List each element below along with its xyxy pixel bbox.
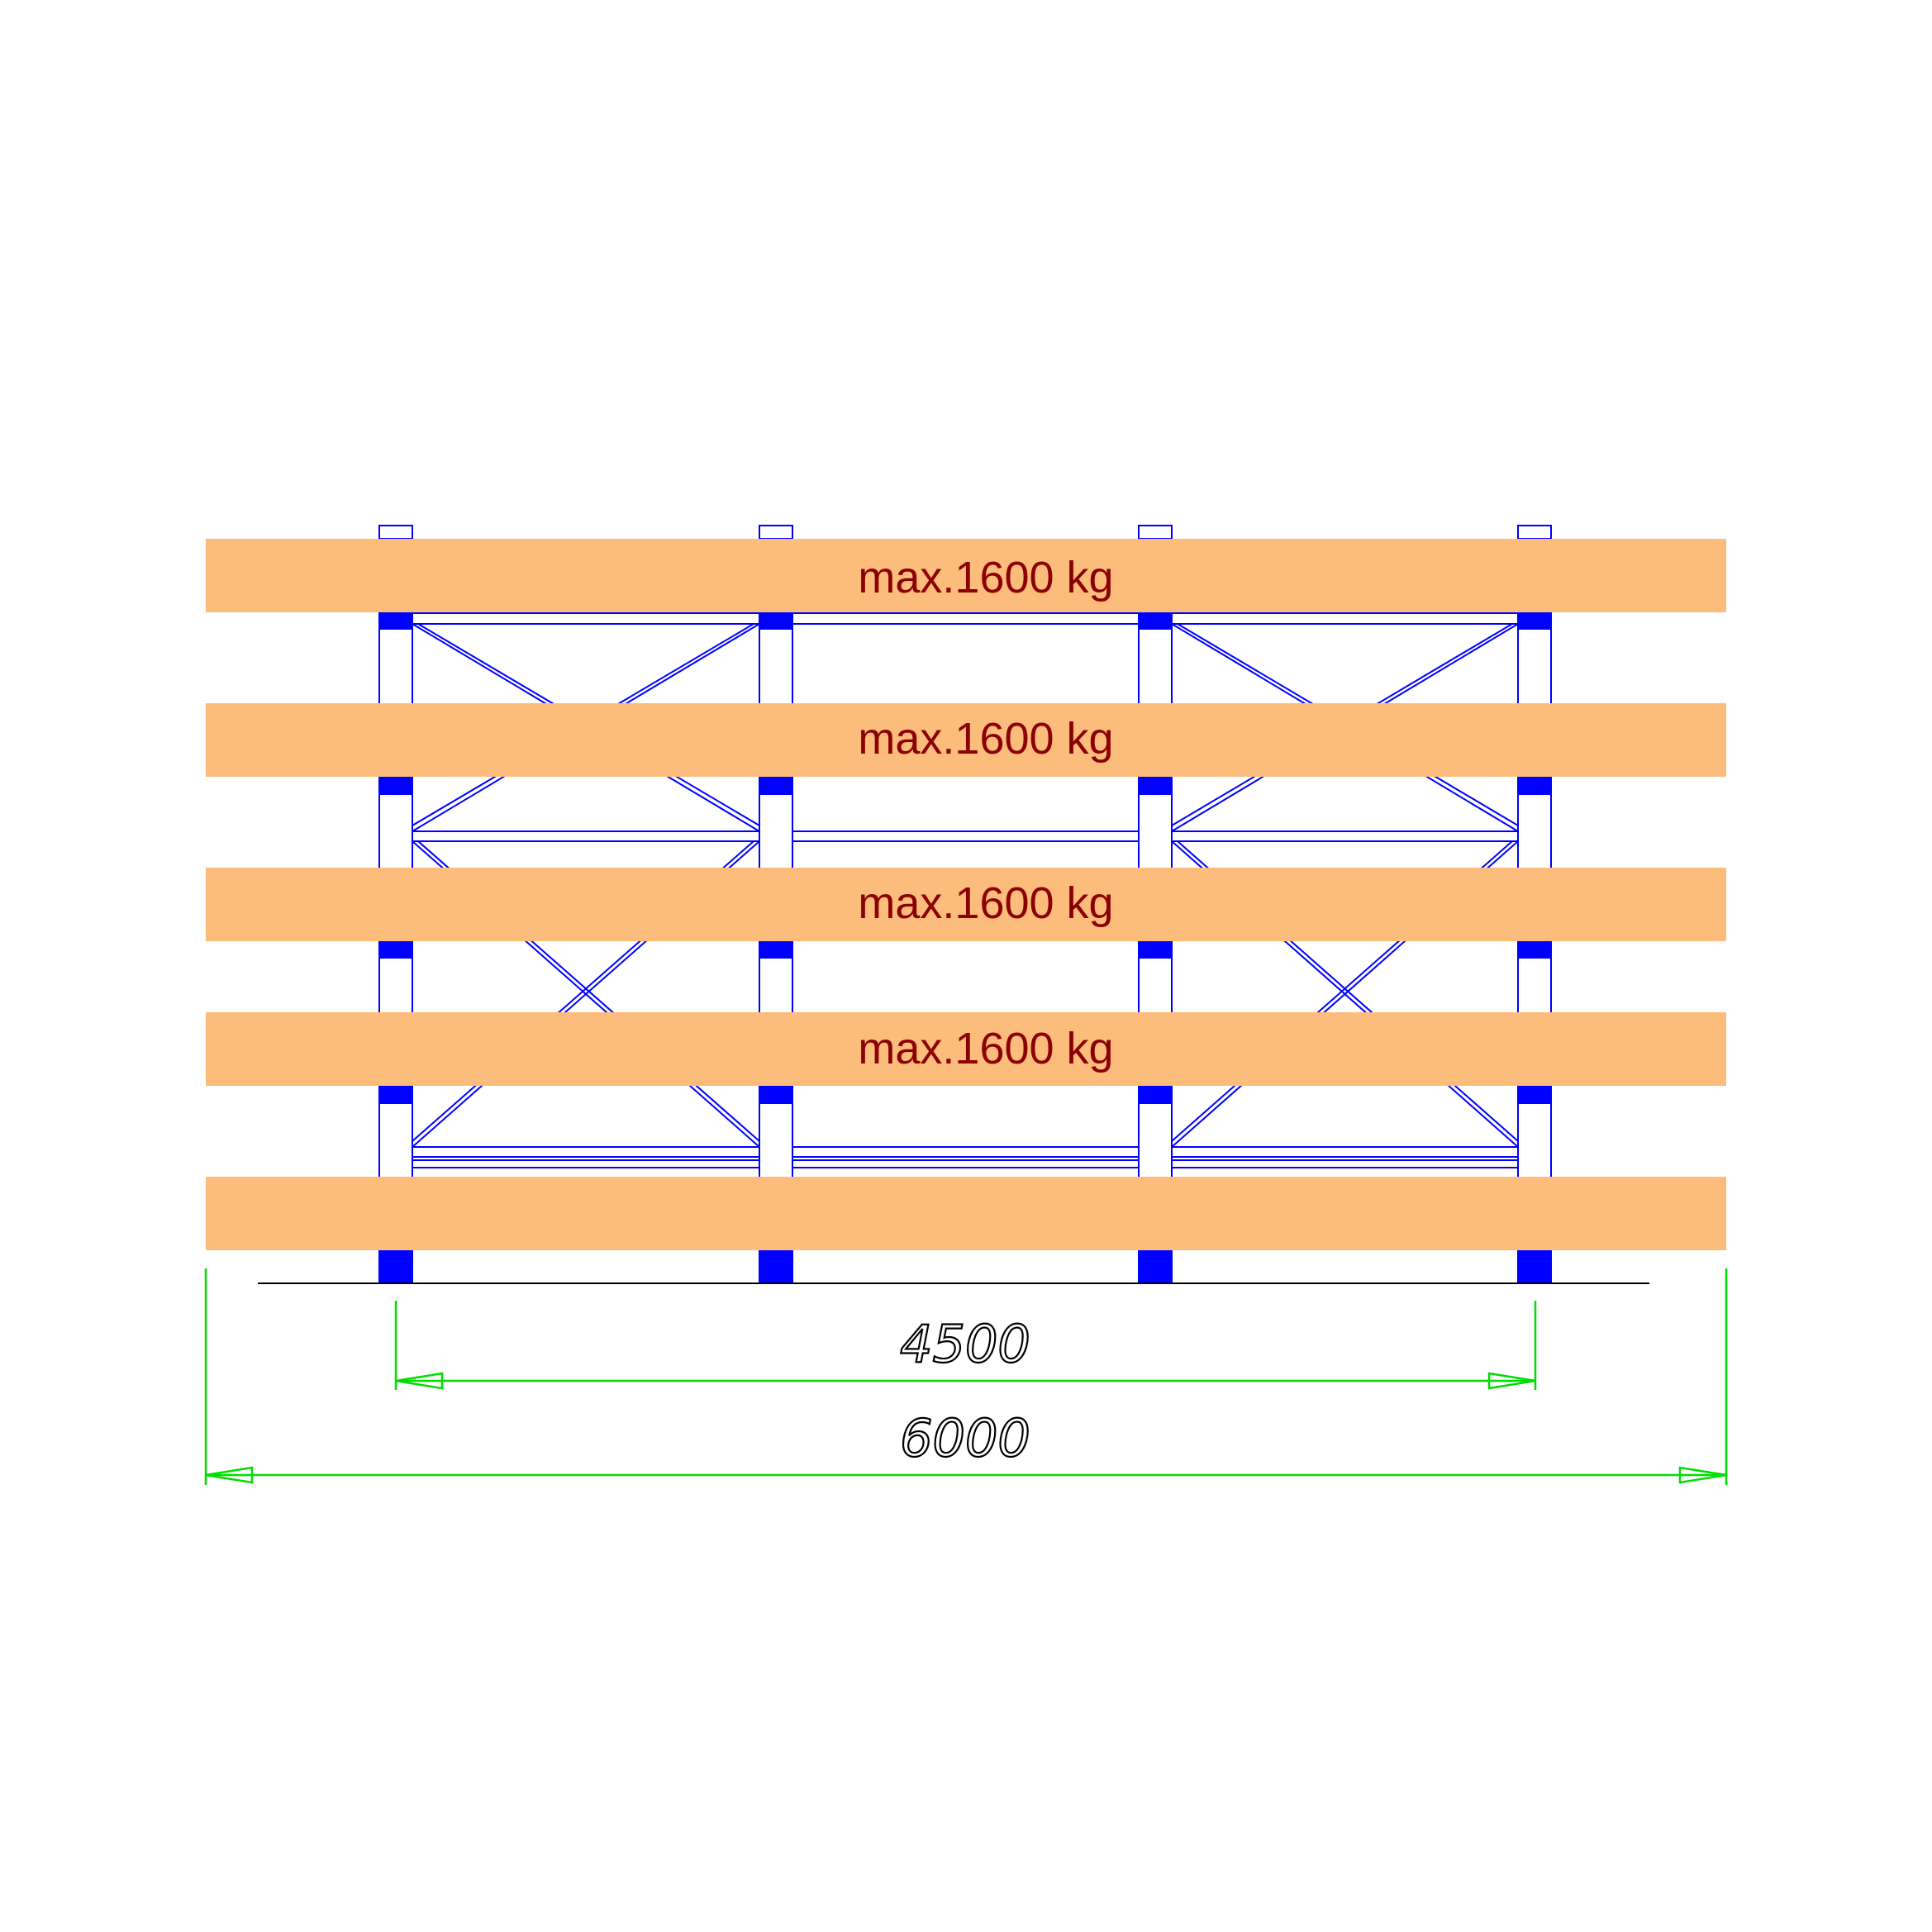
arm-block-2-3 [759,941,792,959]
load-label-4: max.1600 kg [858,1024,1113,1073]
column-cap-3 [1138,525,1173,540]
arm-block-3-4 [1139,1086,1172,1104]
arm-block-3-1 [1139,612,1172,630]
arm-block-1-5 [379,1250,412,1283]
load-shelves: max.1600 kg max.1600 kg max.1600 kg max.… [206,539,1726,1250]
arm-block-3-5 [1139,1250,1172,1283]
dimension-label-overall: 6000 [900,1408,1030,1468]
load-bar-1 [206,539,1726,612]
load-bar-5 [206,1177,1726,1250]
column-cap-4 [1517,525,1552,540]
load-bar-4 [206,1012,1726,1086]
arm-blocks [379,612,1551,1283]
arrow-overall-left [205,1466,254,1484]
arm-block-4-1 [1518,612,1551,630]
arm-block-1-1 [379,612,412,630]
load-bar-2 [206,703,1726,777]
column-cap-2 [759,525,793,540]
column-cap-1 [378,525,413,540]
arm-block-3-3 [1139,941,1172,959]
arrow-overall-right [1678,1466,1727,1484]
arm-block-1-3 [379,941,412,959]
load-bar-3 [206,868,1726,941]
load-label-1: max.1600 kg [858,553,1113,602]
dimension-label-inner: 4500 [900,1314,1030,1374]
arm-block-4-2 [1518,777,1551,795]
arm-block-2-1 [759,612,792,630]
arm-block-3-2 [1139,777,1172,795]
arm-block-2-4 [759,1086,792,1104]
arm-block-4-3 [1518,941,1551,959]
load-label-3: max.1600 kg [858,878,1113,928]
arm-block-1-4 [379,1086,412,1104]
arm-block-2-5 [759,1250,792,1283]
arm-block-1-2 [379,777,412,795]
arm-block-2-2 [759,777,792,795]
arrow-inner-left [395,1372,444,1390]
arm-block-4-5 [1518,1250,1551,1283]
load-label-2: max.1600 kg [858,714,1113,764]
arrow-inner-right [1487,1372,1536,1390]
arm-block-4-4 [1518,1086,1551,1104]
dimension-lines [204,1268,1728,1485]
